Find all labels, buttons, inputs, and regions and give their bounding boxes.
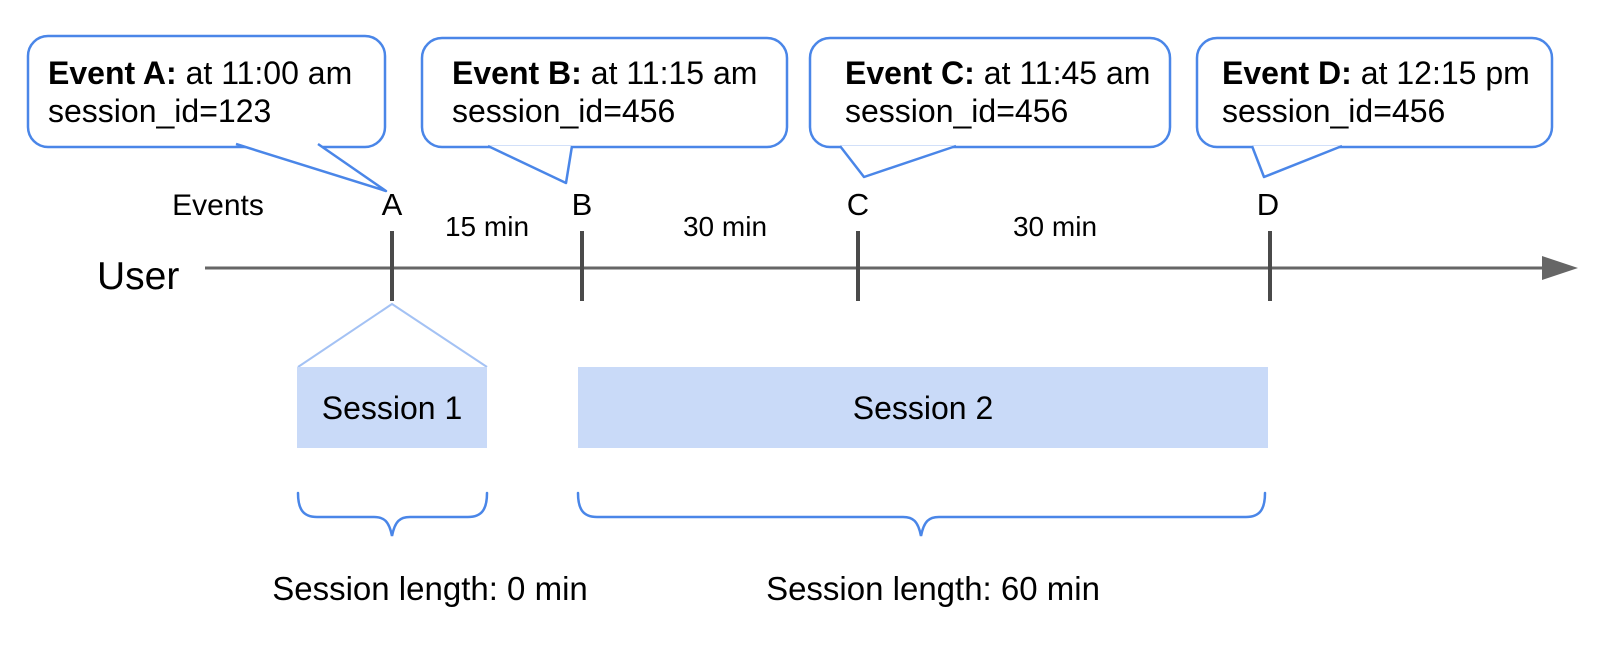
bubble-session-id: session_id=456: [845, 93, 1068, 129]
interval-label-cd: 30 min: [1013, 211, 1097, 242]
bubble-tail: [487, 144, 574, 185]
bubble-tail: [235, 142, 388, 193]
event-bubble-d: Event D:at 12:15 pm session_id=456: [1195, 36, 1554, 179]
timeline-arrowhead-icon: [1542, 256, 1578, 280]
event-bubble-b: Event B:at 11:15 am session_id=456: [420, 36, 789, 185]
session1-funnel-lines: [297, 302, 488, 368]
bubble-session-id: session_id=123: [48, 93, 271, 129]
bubble-outline: [1195, 36, 1554, 149]
session2-brace: [576, 491, 1267, 537]
bubble-title-time: at 11:45 am: [984, 55, 1151, 91]
bubble-title: Event C:at 11:45 am: [845, 55, 1150, 91]
bubble-title-bold: Event A:: [48, 55, 177, 91]
bubble-title-bold: Event C:: [845, 55, 975, 91]
event-letter-c: C: [847, 187, 869, 222]
event-bubble-c: Event C:at 11:45 am session_id=456: [808, 36, 1172, 179]
bubble-outline: [420, 36, 789, 149]
session2-length-label: Session length: 60 min: [766, 570, 1100, 607]
bubble-session-id: session_id=456: [452, 93, 675, 129]
session1-bar: Session 1: [297, 367, 487, 448]
bubble-title: Event D:at 12:15 pm: [1222, 55, 1530, 91]
session1-rect: [297, 367, 487, 448]
bubble-title-bold: Event B:: [452, 55, 582, 91]
event-letter-d: D: [1257, 187, 1279, 222]
bubble-outline: [808, 36, 1172, 149]
bubble-outline: [26, 34, 387, 149]
bubble-session-id: session_id=456: [1222, 93, 1445, 129]
events-row-label: Events: [172, 189, 264, 222]
event-bubble-a: Event A:at 11:00 am session_id=123: [26, 34, 388, 193]
session2-rect: [578, 367, 1268, 448]
event-letter-a: A: [382, 187, 403, 222]
event-letter-b: B: [572, 187, 593, 222]
bubble-tail: [1250, 144, 1343, 179]
session1-label: Session 1: [322, 390, 463, 426]
bubble-tail: [839, 144, 957, 179]
bubble-title: Event A:at 11:00 am: [48, 55, 352, 91]
session2-label: Session 2: [853, 390, 994, 426]
session1-length-label: Session length: 0 min: [272, 570, 588, 607]
interval-label-ab: 15 min: [445, 211, 529, 242]
bubble-title-time: at 12:15 pm: [1361, 55, 1530, 91]
bubble-title: Event B:at 11:15 am: [452, 55, 757, 91]
bubble-title-bold: Event D:: [1222, 55, 1352, 91]
session1-brace: [296, 491, 489, 537]
bubble-title-time: at 11:15 am: [591, 55, 758, 91]
interval-label-bc: 30 min: [683, 211, 767, 242]
session2-bar: Session 2: [578, 367, 1268, 448]
user-axis-label: User: [97, 255, 179, 298]
bubble-title-time: at 11:00 am: [186, 55, 353, 91]
